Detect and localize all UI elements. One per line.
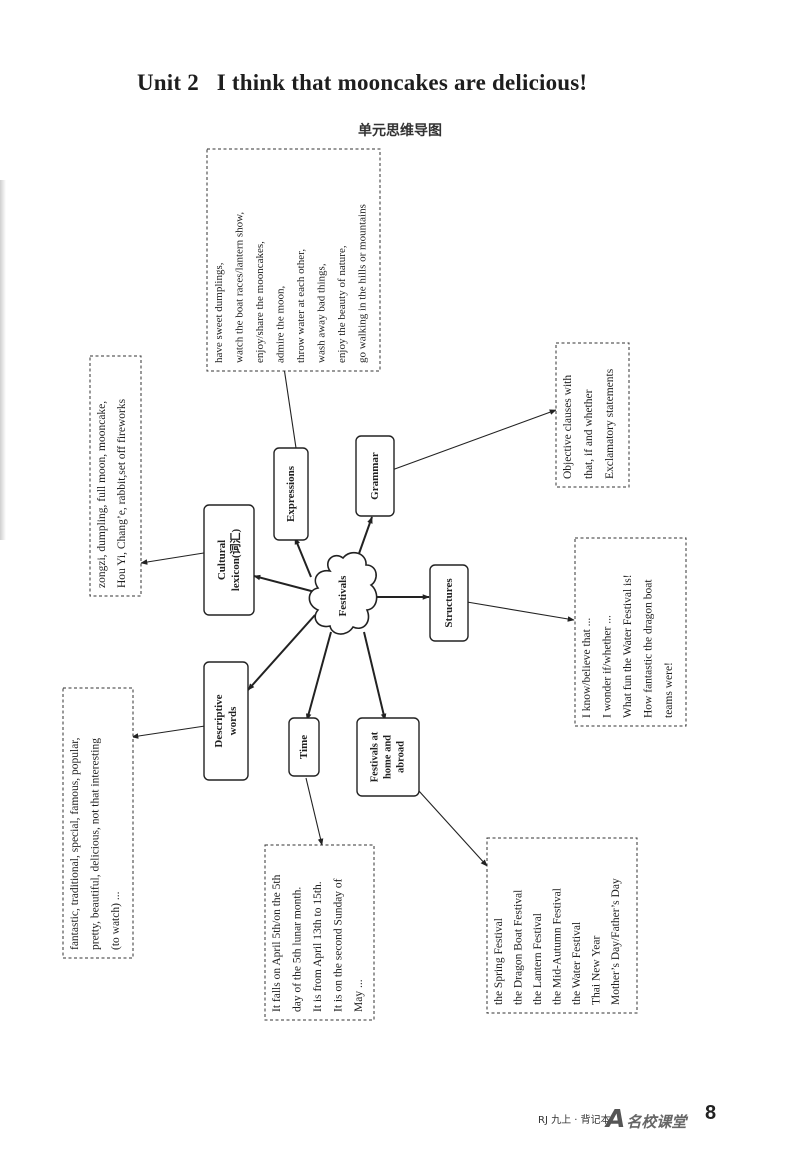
arrow-to-expressions	[294, 537, 312, 578]
detail-descriptive-words-line: (to watch) ...	[110, 891, 122, 950]
detail-grammar-line: that, if and whether	[583, 389, 595, 479]
detail-expressions-line: admire the moon,	[275, 285, 287, 363]
detail-expressions-line: watch the boat races/lantern show,	[234, 212, 246, 363]
detail-time-line: May ...	[353, 979, 365, 1012]
publisher-logo-letter: A	[606, 1104, 626, 1133]
node-structures-label: Structures	[443, 578, 455, 628]
node-festivals-home-abroad-box	[356, 717, 420, 797]
center-label: Festivals	[337, 575, 349, 617]
arrow-to-cultural-lexicon	[253, 574, 316, 593]
detail-expressions-line: go walking in the hills or mountains	[357, 204, 369, 363]
detail-structures-line: I know/believe that ...	[581, 618, 593, 718]
arrow-expressions-detail	[281, 360, 297, 449]
node-time-label: Time	[298, 735, 310, 759]
detail-expressions: have sweet dumplings, watch the boat race…	[206, 148, 381, 372]
node-descriptive-words-label: words	[227, 706, 239, 735]
page-number: 8	[705, 1102, 717, 1124]
footer-book-code: RJ 九上 · 背记本	[538, 1115, 611, 1126]
arrow-festivals-detail	[408, 779, 488, 867]
node-time: Time	[288, 717, 320, 777]
node-descriptive-words-label: Descriptive	[213, 694, 225, 747]
detail-structures-box	[574, 537, 687, 727]
detail-time: It falls on April 5th/on the 5th day of t…	[264, 844, 375, 1021]
detail-festivals-home-abroad-line: Thai New Year	[591, 936, 603, 1005]
detail-time-line: It is on the second Sunday of	[333, 878, 345, 1012]
arrow-descriptive-detail	[131, 725, 206, 739]
detail-time-box	[264, 844, 375, 1021]
node-grammar-box	[355, 435, 395, 517]
detail-descriptive-words: fantastic, traditional, special, famous,…	[62, 687, 134, 959]
detail-arrows	[131, 360, 575, 867]
node-cultural-lexicon-label: lexicon(词汇)	[229, 529, 242, 592]
detail-festivals-home-abroad: the Spring Festival the Dragon Boat Festi…	[486, 837, 638, 1014]
node-descriptive-words-box	[203, 661, 249, 781]
detail-festivals-home-abroad-line: Mother’s Day/Father’s Day	[610, 878, 622, 1005]
detail-grammar: Objective clauses with that, if and wheth…	[555, 342, 630, 488]
detail-time-line: It is from April 13th to 15th.	[312, 881, 324, 1012]
arrow-to-descriptive-words	[247, 614, 316, 691]
detail-festivals-home-abroad-line: the Spring Festival	[493, 918, 505, 1005]
node-festivals-home-abroad-label: abroad	[396, 741, 407, 773]
detail-cultural-lexicon-line: zongzi, dumpling, full moon, mooncake,	[96, 401, 108, 588]
center-node: Festivals	[308, 551, 378, 635]
node-expressions-label: Expressions	[285, 465, 297, 522]
node-cultural-lexicon-label: Cultural	[216, 540, 228, 580]
detail-expressions-box	[206, 148, 381, 372]
center-cloud-shape	[308, 551, 378, 635]
detail-expressions-line: have sweet dumplings,	[213, 262, 225, 363]
detail-cultural-lexicon-box	[89, 355, 142, 597]
detail-time-line: It falls on April 5th/on the 5th	[271, 874, 283, 1012]
detail-expressions-line: enjoy/share the mooncakes,	[254, 241, 266, 363]
detail-festivals-home-abroad-box	[486, 837, 638, 1014]
detail-time-line: day of the 5th lunar month.	[292, 887, 304, 1012]
detail-expressions-line: wash away bad things,	[316, 263, 328, 363]
detail-structures-line: teams were!	[663, 662, 675, 718]
arrow-cultural-detail	[140, 551, 211, 565]
detail-grammar-line: Objective clauses with	[562, 375, 574, 479]
arrow-to-time	[305, 631, 332, 721]
node-grammar-label: Grammar	[369, 452, 381, 500]
detail-structures: I know/believe that ... I wonder if/wheth…	[574, 537, 687, 727]
detail-descriptive-words-line: pretty, beautiful, delicious, not that i…	[90, 738, 102, 950]
detail-festivals-home-abroad-line: the Dragon Boat Festival	[513, 890, 525, 1005]
node-festivals-home-abroad-label: Festivals at	[370, 731, 381, 782]
arrow-time-detail	[305, 777, 324, 846]
node-grammar: Grammar	[355, 435, 395, 517]
detail-expressions-line: enjoy the beauty of nature,	[336, 245, 348, 363]
detail-grammar-box	[555, 342, 630, 488]
arrow-to-festivals-home-abroad	[363, 631, 387, 721]
arrow-grammar-detail	[391, 409, 557, 471]
mind-map-heading: 单元思维导图	[358, 123, 442, 139]
unit-title: Unit 2 I think that mooncakes are delici…	[137, 70, 588, 95]
detail-festivals-home-abroad-line: the Mid-Autumn Festival	[552, 888, 564, 1005]
detail-festivals-home-abroad-line: the Water Festival	[571, 922, 583, 1005]
detail-structures-line: How fantastic the dragon boat	[643, 579, 655, 718]
publisher-logo: A 名校课堂	[606, 1104, 686, 1133]
node-structures: Structures	[429, 564, 469, 642]
detail-expressions-line: throw water at each other,	[295, 249, 307, 363]
detail-descriptive-words-box	[62, 687, 134, 959]
detail-boxes: have sweet dumplings, watch the boat race…	[62, 148, 687, 1021]
node-cultural-lexicon-box	[203, 504, 255, 616]
detail-grammar-line: Exclamatory statements	[604, 368, 616, 479]
detail-descriptive-words-line: fantastic, traditional, special, famous,…	[69, 737, 81, 950]
detail-cultural-lexicon-line: Hou Yi, Chang’e, rabbit,set off firework…	[116, 398, 128, 588]
arrow-structures-detail	[466, 601, 575, 622]
node-expressions-box	[273, 447, 309, 541]
node-festivals-home-abroad-label: home and	[383, 735, 394, 779]
node-time-box	[288, 717, 320, 777]
detail-festivals-home-abroad-line: the Lantern Festival	[532, 913, 544, 1005]
detail-cultural-lexicon: zongzi, dumpling, full moon, mooncake, Ho…	[89, 355, 142, 597]
detail-structures-line: What fun the Water Festival is!	[622, 574, 634, 718]
detail-structures-line: I wonder if/whether ...	[602, 615, 614, 718]
node-expressions: Expressions	[273, 447, 309, 541]
page-edge-shadow	[0, 180, 6, 540]
node-structures-box	[429, 564, 469, 642]
publisher-logo-text: 名校课堂	[626, 1113, 687, 1131]
